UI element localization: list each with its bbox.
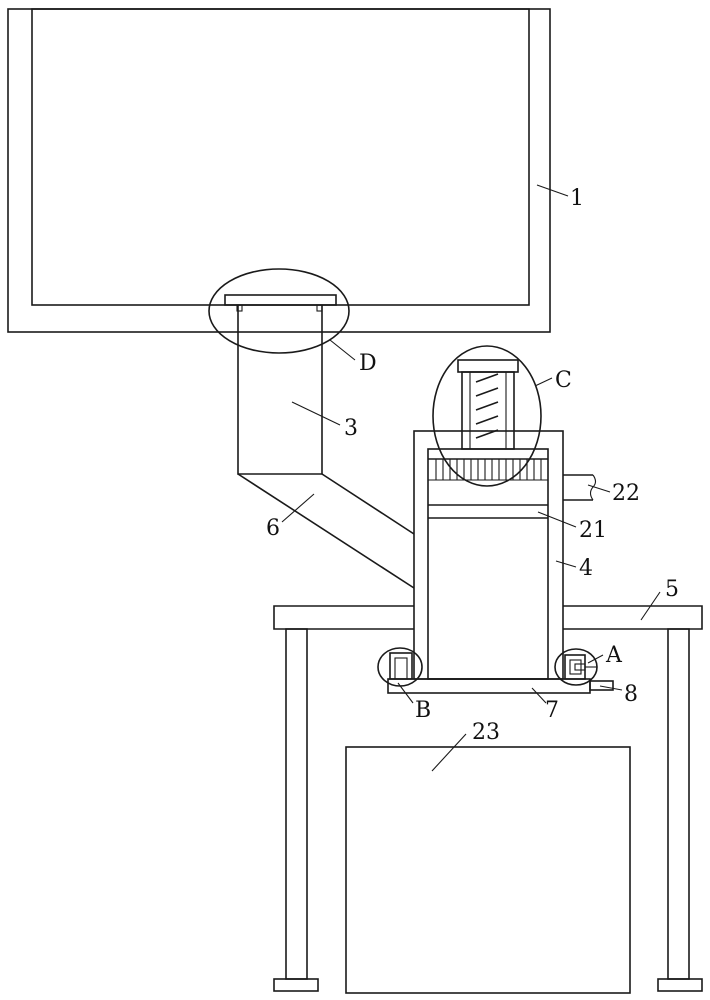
label-a: A (605, 643, 623, 668)
leader-lines (281, 184, 661, 772)
part-3-chute (237, 305, 323, 475)
label-c: C (555, 368, 572, 393)
part-1-hopper-frame (7, 8, 551, 333)
label-23: 23 (472, 720, 500, 745)
detail-d-flange (208, 268, 350, 354)
label-21: 21 (579, 518, 607, 543)
part-8-handle (589, 680, 614, 691)
label-3: 3 (344, 416, 358, 441)
detail-c-spring (432, 345, 542, 487)
part-4-box (413, 430, 564, 680)
label-22: 22 (612, 481, 640, 506)
part-23-collector (345, 746, 631, 994)
label-8: 8 (624, 682, 638, 707)
filter-teeth (435, 459, 542, 480)
part-6-inclined-pipe (237, 473, 415, 589)
label-6: 6 (266, 516, 280, 541)
label-d: D (359, 351, 377, 376)
label-5: 5 (665, 577, 679, 602)
detail-c-circle (432, 345, 542, 487)
part-5-table (273, 605, 703, 992)
detail-d-circle (208, 268, 350, 354)
label-b: B (415, 698, 431, 723)
detail-a-circle (554, 648, 598, 686)
part-7-bottom-plate (387, 678, 591, 694)
part-22-outlet (563, 474, 597, 501)
label-7: 7 (545, 698, 559, 723)
detail-a (554, 648, 598, 686)
detail-b (377, 647, 423, 687)
label-4: 4 (579, 556, 593, 581)
label-1: 1 (570, 186, 584, 211)
